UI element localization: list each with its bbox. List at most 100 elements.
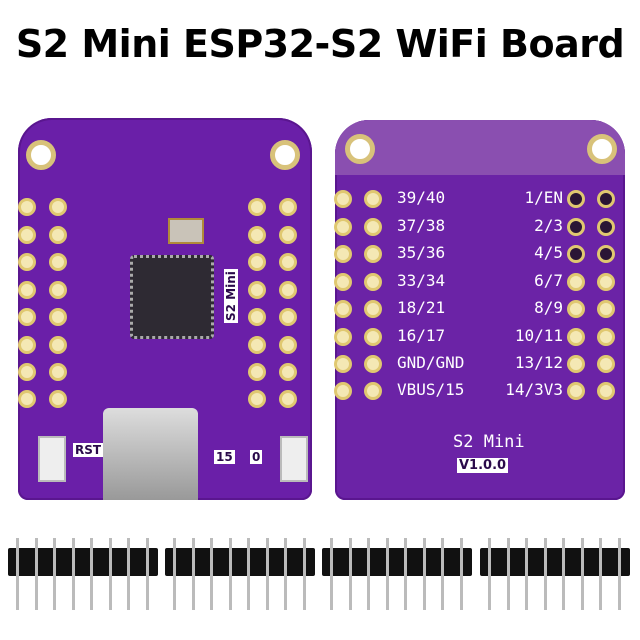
pin-header	[8, 538, 158, 610]
pin-label-left: 37/38	[397, 216, 446, 235]
pin-label-right: 2/3	[534, 216, 563, 235]
header-pin	[525, 538, 528, 610]
rst-button	[38, 436, 66, 482]
header-pin	[210, 538, 213, 610]
header-pin	[265, 538, 269, 610]
pin-pad	[567, 273, 585, 291]
usb-c-port	[103, 408, 198, 500]
header-pin	[302, 538, 306, 610]
pin-pad	[279, 281, 297, 299]
header-pin	[330, 538, 333, 610]
pin-pad	[248, 308, 266, 326]
pin-pad	[364, 190, 382, 208]
pin-pad	[334, 218, 352, 236]
header-pin	[16, 538, 19, 610]
pin-pad	[248, 336, 266, 354]
pin-label-left: 35/36	[397, 243, 446, 262]
pin-pad	[567, 190, 585, 208]
pin15-silk: 15	[214, 450, 235, 464]
pin-pad	[18, 363, 36, 381]
pin-pad	[49, 253, 67, 271]
pin-pad	[248, 226, 266, 244]
mounting-hole	[26, 140, 56, 170]
pin-label-left: GND/GND	[397, 353, 465, 372]
header-pin	[348, 538, 352, 610]
pin-label-left: VBUS/15	[397, 380, 465, 399]
pin-pad	[279, 308, 297, 326]
header-pin	[34, 538, 38, 610]
pin-pad	[18, 226, 36, 244]
header-pin	[488, 538, 491, 610]
pin-pad	[18, 253, 36, 271]
pin-header	[322, 538, 472, 610]
header-pin	[404, 538, 407, 610]
header-pin	[580, 538, 584, 610]
pin-header	[165, 538, 315, 610]
s2-mini-silk: S2 Mini	[224, 269, 238, 323]
pin-pad	[248, 363, 266, 381]
pin-pad	[597, 328, 615, 346]
board-name-silk: S2 Mini	[453, 432, 525, 452]
header-pin	[108, 538, 112, 610]
pin-label-left: 39/40	[397, 188, 446, 207]
pin-label-right: 1/EN	[524, 188, 563, 207]
pin-pad	[597, 300, 615, 318]
pin-label-right: 13/12	[514, 353, 563, 372]
pin-pad	[364, 245, 382, 263]
header-pin	[191, 538, 195, 610]
pin-pad	[334, 273, 352, 291]
pin-pad	[597, 245, 615, 263]
pin-label-left: 16/17	[397, 326, 446, 345]
pin-pad	[567, 355, 585, 373]
pin-pad	[49, 308, 67, 326]
pin-pad	[49, 198, 67, 216]
pin-label-right: 6/7	[534, 271, 563, 290]
pin-pad	[49, 281, 67, 299]
pin-pad	[279, 390, 297, 408]
pin-pad	[248, 253, 266, 271]
pin-pad	[567, 245, 585, 263]
mounting-hole	[345, 134, 375, 164]
pin-pad	[334, 300, 352, 318]
pin-header	[480, 538, 630, 610]
pin-pad	[597, 190, 615, 208]
pin-pad	[364, 328, 382, 346]
pin-pad	[334, 355, 352, 373]
pin-pad	[248, 198, 266, 216]
header-pin	[367, 538, 370, 610]
front-board: S2 Mini RST 15 0	[18, 118, 312, 500]
pin-pad	[364, 382, 382, 400]
pin-pad	[18, 336, 36, 354]
pin-label-left: 33/34	[397, 271, 446, 290]
pin-pad	[18, 281, 36, 299]
header-pin	[173, 538, 176, 610]
pin-pad	[334, 382, 352, 400]
pin-pad	[597, 218, 615, 236]
pin-pad	[597, 273, 615, 291]
antenna-area	[335, 120, 625, 175]
esp32-s2-chip	[130, 255, 214, 339]
header-pin	[617, 538, 621, 610]
pin-pad	[364, 355, 382, 373]
pin-pad	[248, 281, 266, 299]
pin-label-right: 8/9	[534, 298, 563, 317]
pin-pad	[279, 363, 297, 381]
pin-pad	[334, 328, 352, 346]
pin-pad	[248, 390, 266, 408]
header-pin	[145, 538, 149, 610]
header-pin	[228, 538, 232, 610]
pin-pad	[279, 336, 297, 354]
pin-pad	[597, 382, 615, 400]
pin-label-right: 10/11	[514, 326, 563, 345]
pin-label-left: 18/21	[397, 298, 446, 317]
pin-pad	[364, 218, 382, 236]
pin-pad	[18, 308, 36, 326]
pin-pad	[49, 390, 67, 408]
pin-pad	[18, 390, 36, 408]
pin-pad	[567, 382, 585, 400]
header-pin	[506, 538, 510, 610]
pin-pad	[567, 328, 585, 346]
pin-pad	[364, 273, 382, 291]
pin-pad	[364, 300, 382, 318]
